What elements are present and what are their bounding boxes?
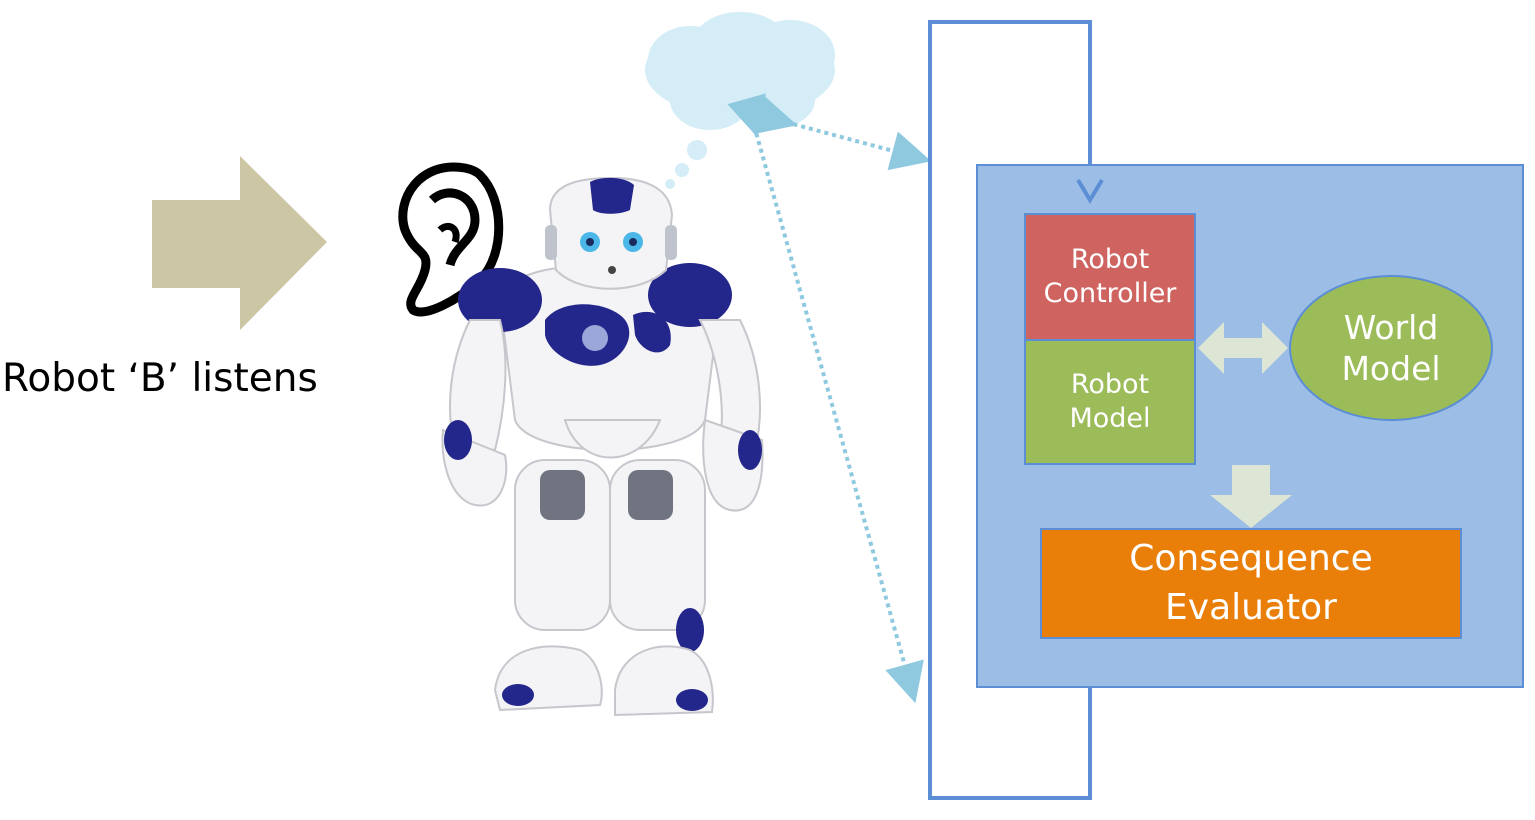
robot-model-label: Robot Model <box>1069 369 1151 434</box>
consequence-evaluator-label: Consequence Evaluator <box>1129 537 1373 628</box>
thought-cloud <box>645 12 835 189</box>
caption-text: Robot ‘B’ listens <box>2 356 318 401</box>
feedback-loop <box>928 20 1092 800</box>
dotted-link-top <box>753 95 932 171</box>
robot-illustration <box>441 176 764 717</box>
double-arrow <box>1198 322 1288 374</box>
input-arrow <box>152 156 327 330</box>
down-arrow <box>1210 465 1292 528</box>
world-model-label: World Model <box>1341 307 1441 388</box>
dotted-link-bottom <box>727 93 924 704</box>
world-model-ellipse <box>1289 275 1493 421</box>
consequence-evaluator-box <box>1040 528 1462 639</box>
robot-controller-label: Robot Controller <box>1043 244 1177 309</box>
robot-model-box <box>1024 339 1196 465</box>
